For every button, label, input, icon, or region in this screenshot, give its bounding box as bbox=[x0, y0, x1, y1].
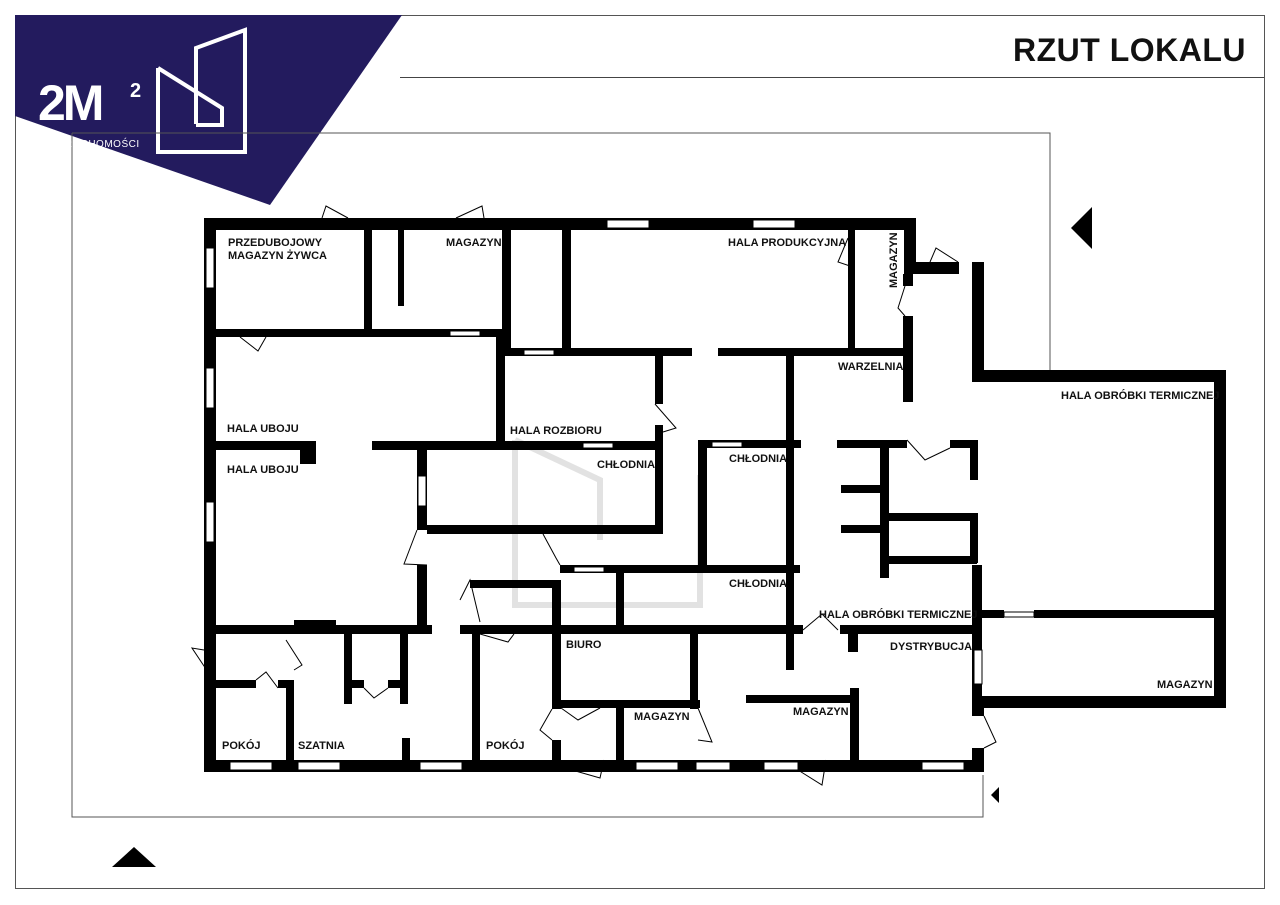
logo-main: 2M bbox=[38, 75, 104, 131]
title-divider bbox=[400, 77, 1264, 78]
room-label-magazyn-top: MAGAZYN bbox=[446, 237, 502, 249]
room-label-magazyn-small: MAGAZYN bbox=[634, 711, 690, 723]
room-label-przedubojowy-line2: MAGAZYN ŻYWCA bbox=[228, 249, 327, 262]
room-label-hala-produkcyjna: HALA PRODUKCYJNA bbox=[728, 237, 846, 249]
room-label-hala-obrobki-2: HALA OBRÓBKI TERMICZNEJ bbox=[819, 608, 977, 621]
doors bbox=[190, 205, 997, 786]
room-label-biuro: BIURO bbox=[566, 639, 602, 651]
page-frame bbox=[15, 15, 1265, 889]
site-boundary-lower bbox=[71, 133, 984, 818]
room-label-hala-uboju-2: HALA UBOJU bbox=[227, 464, 299, 476]
logo-building-icon bbox=[156, 27, 247, 154]
north-arrow-icon bbox=[1071, 207, 1092, 249]
room-label-pokoj-2: POKÓJ bbox=[486, 739, 525, 752]
room-label-chlodnia-2: CHŁODNIA bbox=[729, 453, 787, 465]
logo-superscript: 2 bbox=[130, 80, 142, 102]
room-label-magazyn-vertical: MAGAZYN bbox=[888, 232, 900, 288]
site-boundary bbox=[72, 132, 1051, 372]
room-label-chlodnia-3: CHŁODNIA bbox=[729, 578, 787, 590]
logo-banner bbox=[15, 15, 402, 205]
room-label-magazyn-right: MAGAZYN bbox=[1157, 679, 1213, 691]
room-label-warzelnia: WARZELNIA bbox=[838, 361, 903, 373]
room-label-przedubojowy: PRZEDUBOJOWY bbox=[228, 237, 323, 249]
walls bbox=[204, 218, 1226, 772]
room-label-hala-obrobki-1: HALA OBRÓBKI TERMICZNEJ bbox=[1061, 389, 1219, 402]
logo-subtitle: NIERUCHOMOŚCI bbox=[47, 139, 140, 150]
arrow-up-icon bbox=[112, 847, 156, 867]
room-label-pokoj-1: POKÓJ bbox=[222, 739, 261, 752]
room-label-magazyn-mid: MAGAZYN bbox=[793, 706, 849, 718]
room-label-szatnia: SZATNIA bbox=[298, 740, 345, 752]
entrance-arrow-icon bbox=[991, 787, 999, 803]
room-label-hala-rozbioru: HALA ROZBIORU bbox=[510, 425, 602, 437]
room-label-chlodnia-1: CHŁODNIA bbox=[597, 459, 655, 471]
room-label-dystrybucja: DYSTRYBUCJA bbox=[890, 641, 972, 653]
page-title: RZUT LOKALU bbox=[1012, 32, 1246, 68]
room-label-hala-uboju-1: HALA UBOJU bbox=[227, 423, 299, 435]
windows bbox=[205, 219, 1035, 771]
